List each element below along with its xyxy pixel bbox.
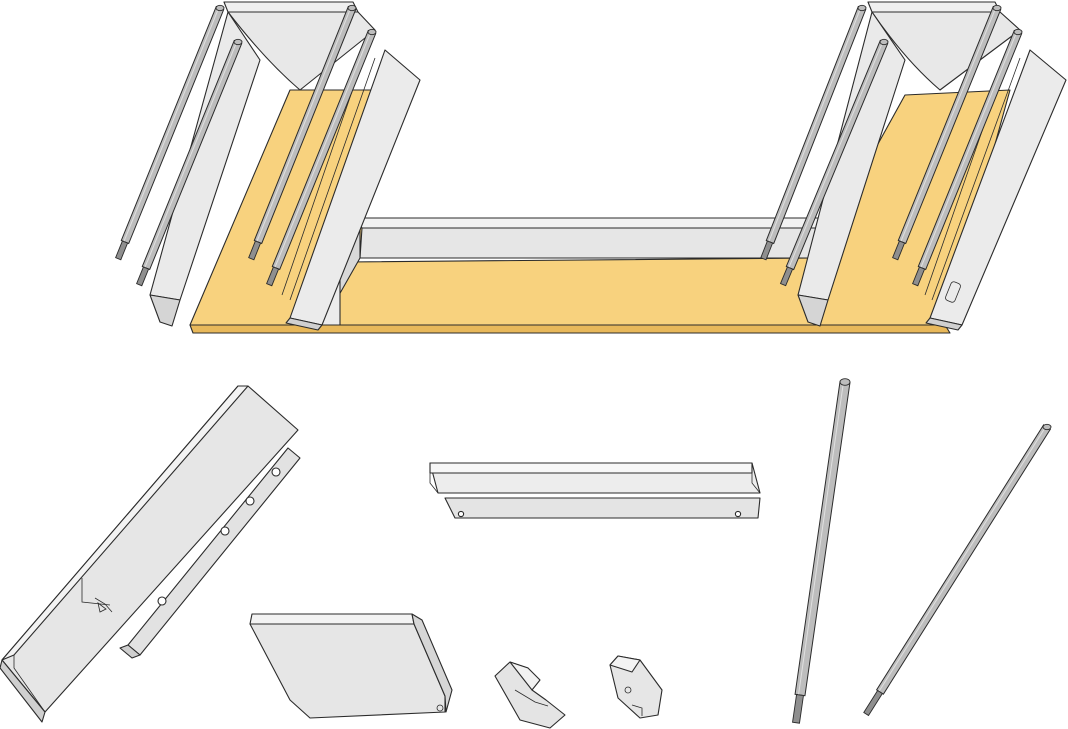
heating-rod <box>115 4 225 261</box>
heating-rod <box>892 4 1002 261</box>
mounting-bracket <box>119 447 301 659</box>
loose-rod <box>863 423 1052 717</box>
corner-clip-right <box>609 655 663 719</box>
heating-rod <box>266 28 377 287</box>
end-cap-panel <box>249 613 453 719</box>
heating-rod <box>136 38 243 287</box>
heating-rod <box>760 4 867 261</box>
heating-rod <box>912 28 1023 287</box>
heating-rod-group <box>115 4 1023 287</box>
corner-clip-left <box>494 661 566 729</box>
channel-part <box>429 462 761 519</box>
loose-rod-group <box>792 378 1052 724</box>
heating-rod <box>779 38 889 287</box>
side-rail <box>0 385 299 723</box>
loose-rod <box>792 378 851 724</box>
heating-rod <box>248 4 357 261</box>
